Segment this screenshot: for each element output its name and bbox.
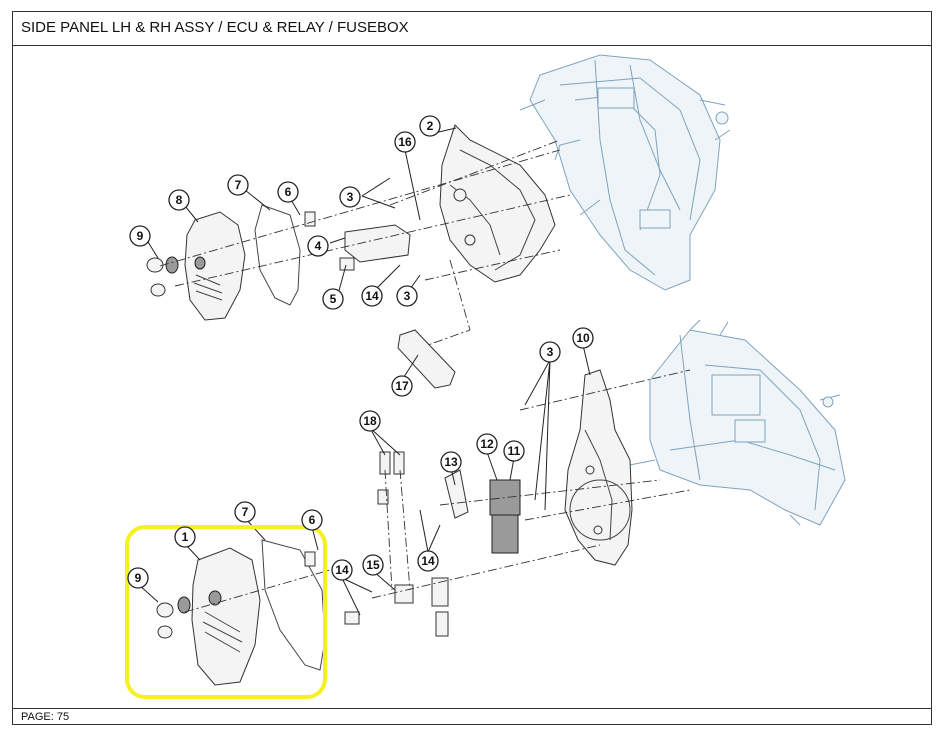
callout-label: 18 <box>363 414 377 428</box>
callout-label: 12 <box>480 437 494 451</box>
callout-11[interactable]: 11 <box>503 440 525 462</box>
callout-14[interactable]: 14 <box>417 550 439 572</box>
callout-label: 17 <box>395 379 409 393</box>
callout-label: 14 <box>365 289 379 303</box>
washer-plate-lower <box>304 551 316 567</box>
callout-label: 15 <box>366 558 380 572</box>
callout-7[interactable]: 7 <box>227 174 249 196</box>
page-frame <box>12 11 932 725</box>
page-title: SIDE PANEL LH & RH ASSY / ECU & RELAY / … <box>21 19 409 36</box>
ecu-module <box>489 479 521 554</box>
relay-connectors <box>377 451 449 637</box>
callout-label: 9 <box>137 229 144 243</box>
callout-label: 7 <box>235 178 242 192</box>
callout-label: 13 <box>444 455 458 469</box>
callout-label: 3 <box>404 289 411 303</box>
callout-3[interactable]: 3 <box>339 186 361 208</box>
callout-13[interactable]: 13 <box>440 451 462 473</box>
page-number: PAGE: 75 <box>21 711 70 723</box>
side-panel-bracket-lower <box>564 369 633 566</box>
relay-bracket <box>394 584 414 604</box>
callout-3[interactable]: 3 <box>539 341 561 363</box>
callout-9[interactable]: 9 <box>127 567 149 589</box>
upper-frame-illustration <box>519 54 731 291</box>
side-panel-bracket-upper <box>439 124 556 283</box>
highlight-box <box>125 525 327 699</box>
callout-3[interactable]: 3 <box>396 285 418 307</box>
tool-kit-box <box>344 224 411 263</box>
gasket-lower <box>261 539 326 671</box>
callout-5[interactable]: 5 <box>322 288 344 310</box>
callout-10[interactable]: 10 <box>572 327 594 349</box>
ecu-bracket <box>444 469 469 519</box>
callout-label: 10 <box>576 331 590 345</box>
fastener-knob-upper <box>146 256 179 297</box>
callout-label: 1 <box>182 530 189 544</box>
callout-label: 16 <box>398 135 412 149</box>
callout-2[interactable]: 2 <box>419 115 441 137</box>
callout-label: 14 <box>421 554 435 568</box>
callout-label: 2 <box>427 119 434 133</box>
center-lines <box>159 139 691 613</box>
fuse-block <box>397 329 456 389</box>
callout-7[interactable]: 7 <box>234 501 256 523</box>
washer-plate-upper <box>304 211 316 227</box>
callout-label: 14 <box>335 563 349 577</box>
callout-18[interactable]: 18 <box>359 410 381 432</box>
footer-divider <box>12 708 932 709</box>
gasket-upper <box>254 204 301 306</box>
callout-6[interactable]: 6 <box>301 509 323 531</box>
lower-frame-illustration <box>629 319 846 526</box>
title-bar: SIDE PANEL LH & RH ASSY / ECU & RELAY / … <box>12 11 932 46</box>
callout-label: 11 <box>508 444 521 458</box>
callout-15[interactable]: 15 <box>362 554 384 576</box>
callout-12[interactable]: 12 <box>476 433 498 455</box>
small-clip <box>339 257 355 271</box>
callout-16[interactable]: 16 <box>394 131 416 153</box>
callout-label: 6 <box>285 185 292 199</box>
small-clip-lower <box>344 611 360 625</box>
callout-17[interactable]: 17 <box>391 375 413 397</box>
callout-label: 7 <box>242 505 249 519</box>
callout-14[interactable]: 14 <box>361 285 383 307</box>
callout-label: 3 <box>547 345 554 359</box>
callout-label: 5 <box>330 292 337 306</box>
callout-label: 6 <box>309 513 316 527</box>
side-cover-upper <box>184 211 246 321</box>
callout-6[interactable]: 6 <box>277 181 299 203</box>
fastener-knob-lower <box>156 596 191 639</box>
callout-8[interactable]: 8 <box>168 189 190 211</box>
callout-label: 8 <box>176 193 183 207</box>
callout-14[interactable]: 14 <box>331 559 353 581</box>
callout-label: 4 <box>315 239 322 253</box>
callout-label: 3 <box>347 190 354 204</box>
callout-1[interactable]: 1 <box>174 526 196 548</box>
callout-4[interactable]: 4 <box>307 235 329 257</box>
side-cover-lower <box>191 547 261 686</box>
callout-label: 9 <box>135 571 142 585</box>
callout-9[interactable]: 9 <box>129 225 151 247</box>
